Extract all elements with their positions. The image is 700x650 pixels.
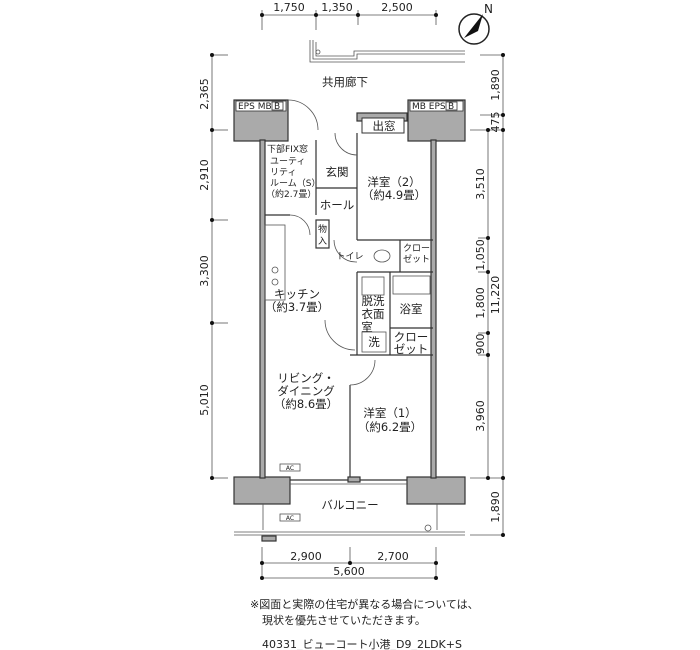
- closet-2-label-2: ゼット: [394, 342, 429, 356]
- left-dimensions: 2,365 2,910 3,300 5,010: [198, 53, 228, 480]
- washroom-label-3: 室: [361, 320, 373, 334]
- dim-top-2: 1,350: [321, 1, 353, 14]
- storage-label-1: 物: [318, 223, 327, 235]
- western-room-2-area: （約4.9畳）: [362, 188, 426, 202]
- western-room-1-area: （約6.2畳）: [358, 420, 422, 434]
- disclaimer-line-1: ※図面と実際の住宅が異なる場合については、: [250, 597, 479, 611]
- right-dimensions: 1,890 475 11,220 1,890 3,510 1,050 1,800…: [470, 53, 505, 537]
- hall-label: ホール: [320, 198, 355, 212]
- top-dimensions: 1,750 1,350 2,500: [260, 1, 438, 30]
- disclaimer-line-2: 現状を優先させていただきます。: [262, 613, 426, 627]
- dim-right-1: 1,890: [489, 69, 502, 101]
- bath-label: 浴室: [400, 302, 423, 316]
- washroom-label-2: 衣面: [362, 307, 385, 321]
- storage-label-2: 入: [318, 236, 327, 247]
- dim-bottom-total: 5,600: [333, 565, 365, 578]
- western-room-2-label: 洋室（2）: [367, 175, 420, 189]
- dim-bottom-1: 2,900: [290, 550, 322, 563]
- living-area: （約8.6畳）: [274, 397, 338, 411]
- dim-right-4: 1,890: [489, 491, 502, 523]
- meter-box-right: B: [448, 102, 454, 112]
- closet-1-label-1: クロー: [403, 243, 430, 254]
- washer-label: 洗: [368, 335, 380, 349]
- washroom-label-1: 脱洗: [362, 294, 385, 308]
- closet-2-label-1: クロー: [394, 330, 429, 344]
- dim-right-total: 11,220: [489, 276, 502, 315]
- dim-left-1: 2,365: [198, 78, 211, 110]
- ac-label-1: AC: [286, 465, 294, 472]
- bay-window-label: 出窓: [373, 119, 396, 133]
- utility-label-1: ユーティ: [270, 156, 305, 167]
- toilet-label: トイレ: [336, 252, 363, 262]
- utility-area: （約2.7畳）: [266, 188, 316, 200]
- ac-label-2: AC: [286, 515, 294, 522]
- structure: [233, 99, 466, 542]
- dim-right-2: 475: [489, 112, 502, 133]
- bottom-dimensions: 2,900 2,700 5,600: [260, 547, 438, 580]
- meter-box-left: B: [274, 102, 280, 112]
- mb-eps-right: MB EPS: [412, 102, 446, 112]
- closet-1-label-2: ゼット: [403, 253, 430, 265]
- dim-left-3: 3,300: [198, 255, 211, 287]
- dim-inner-3: 1,800: [474, 287, 487, 319]
- dim-inner-5: 3,960: [474, 400, 487, 432]
- western-room-1-label: 洋室（1）: [363, 406, 416, 420]
- corridor-railing: [309, 40, 465, 63]
- utility-label-2: リティ: [270, 167, 296, 178]
- corridor-label: 共用廊下: [322, 75, 368, 89]
- dim-left-2: 2,910: [198, 159, 211, 191]
- kitchen-label: キッチン: [274, 287, 320, 301]
- room-labels: 出窓 下部FIX窓 ユーティ リティ ルーム（S） （約2.7畳） 玄関 洋室（…: [265, 119, 430, 522]
- living-label-1: リビング・: [277, 371, 335, 385]
- eps-mb-left: EPS MB: [238, 102, 272, 112]
- balcony-label: バルコニー: [321, 498, 378, 512]
- dim-inner-1: 3,510: [474, 168, 487, 200]
- dim-top-1: 1,750: [273, 1, 305, 14]
- kitchen-area: （約3.7畳）: [265, 300, 329, 314]
- dim-left-4: 5,010: [198, 384, 211, 416]
- living-label-2: ダイニング: [277, 384, 335, 398]
- utility-label-3: ルーム（S）: [270, 178, 320, 189]
- dim-bottom-2: 2,700: [377, 550, 409, 563]
- dim-inner-2: 1,050: [474, 239, 487, 271]
- dim-inner-4: 900: [474, 334, 487, 355]
- dim-top-3: 2,500: [381, 1, 413, 14]
- compass-icon: N: [458, 2, 493, 45]
- fix-window-label: 下部FIX窓: [267, 143, 308, 155]
- plan-caption: 40331_ビューコート小港_D9_2LDK+S: [262, 638, 462, 650]
- entrance-label: 玄関: [326, 165, 349, 179]
- compass-north-label: N: [484, 2, 493, 16]
